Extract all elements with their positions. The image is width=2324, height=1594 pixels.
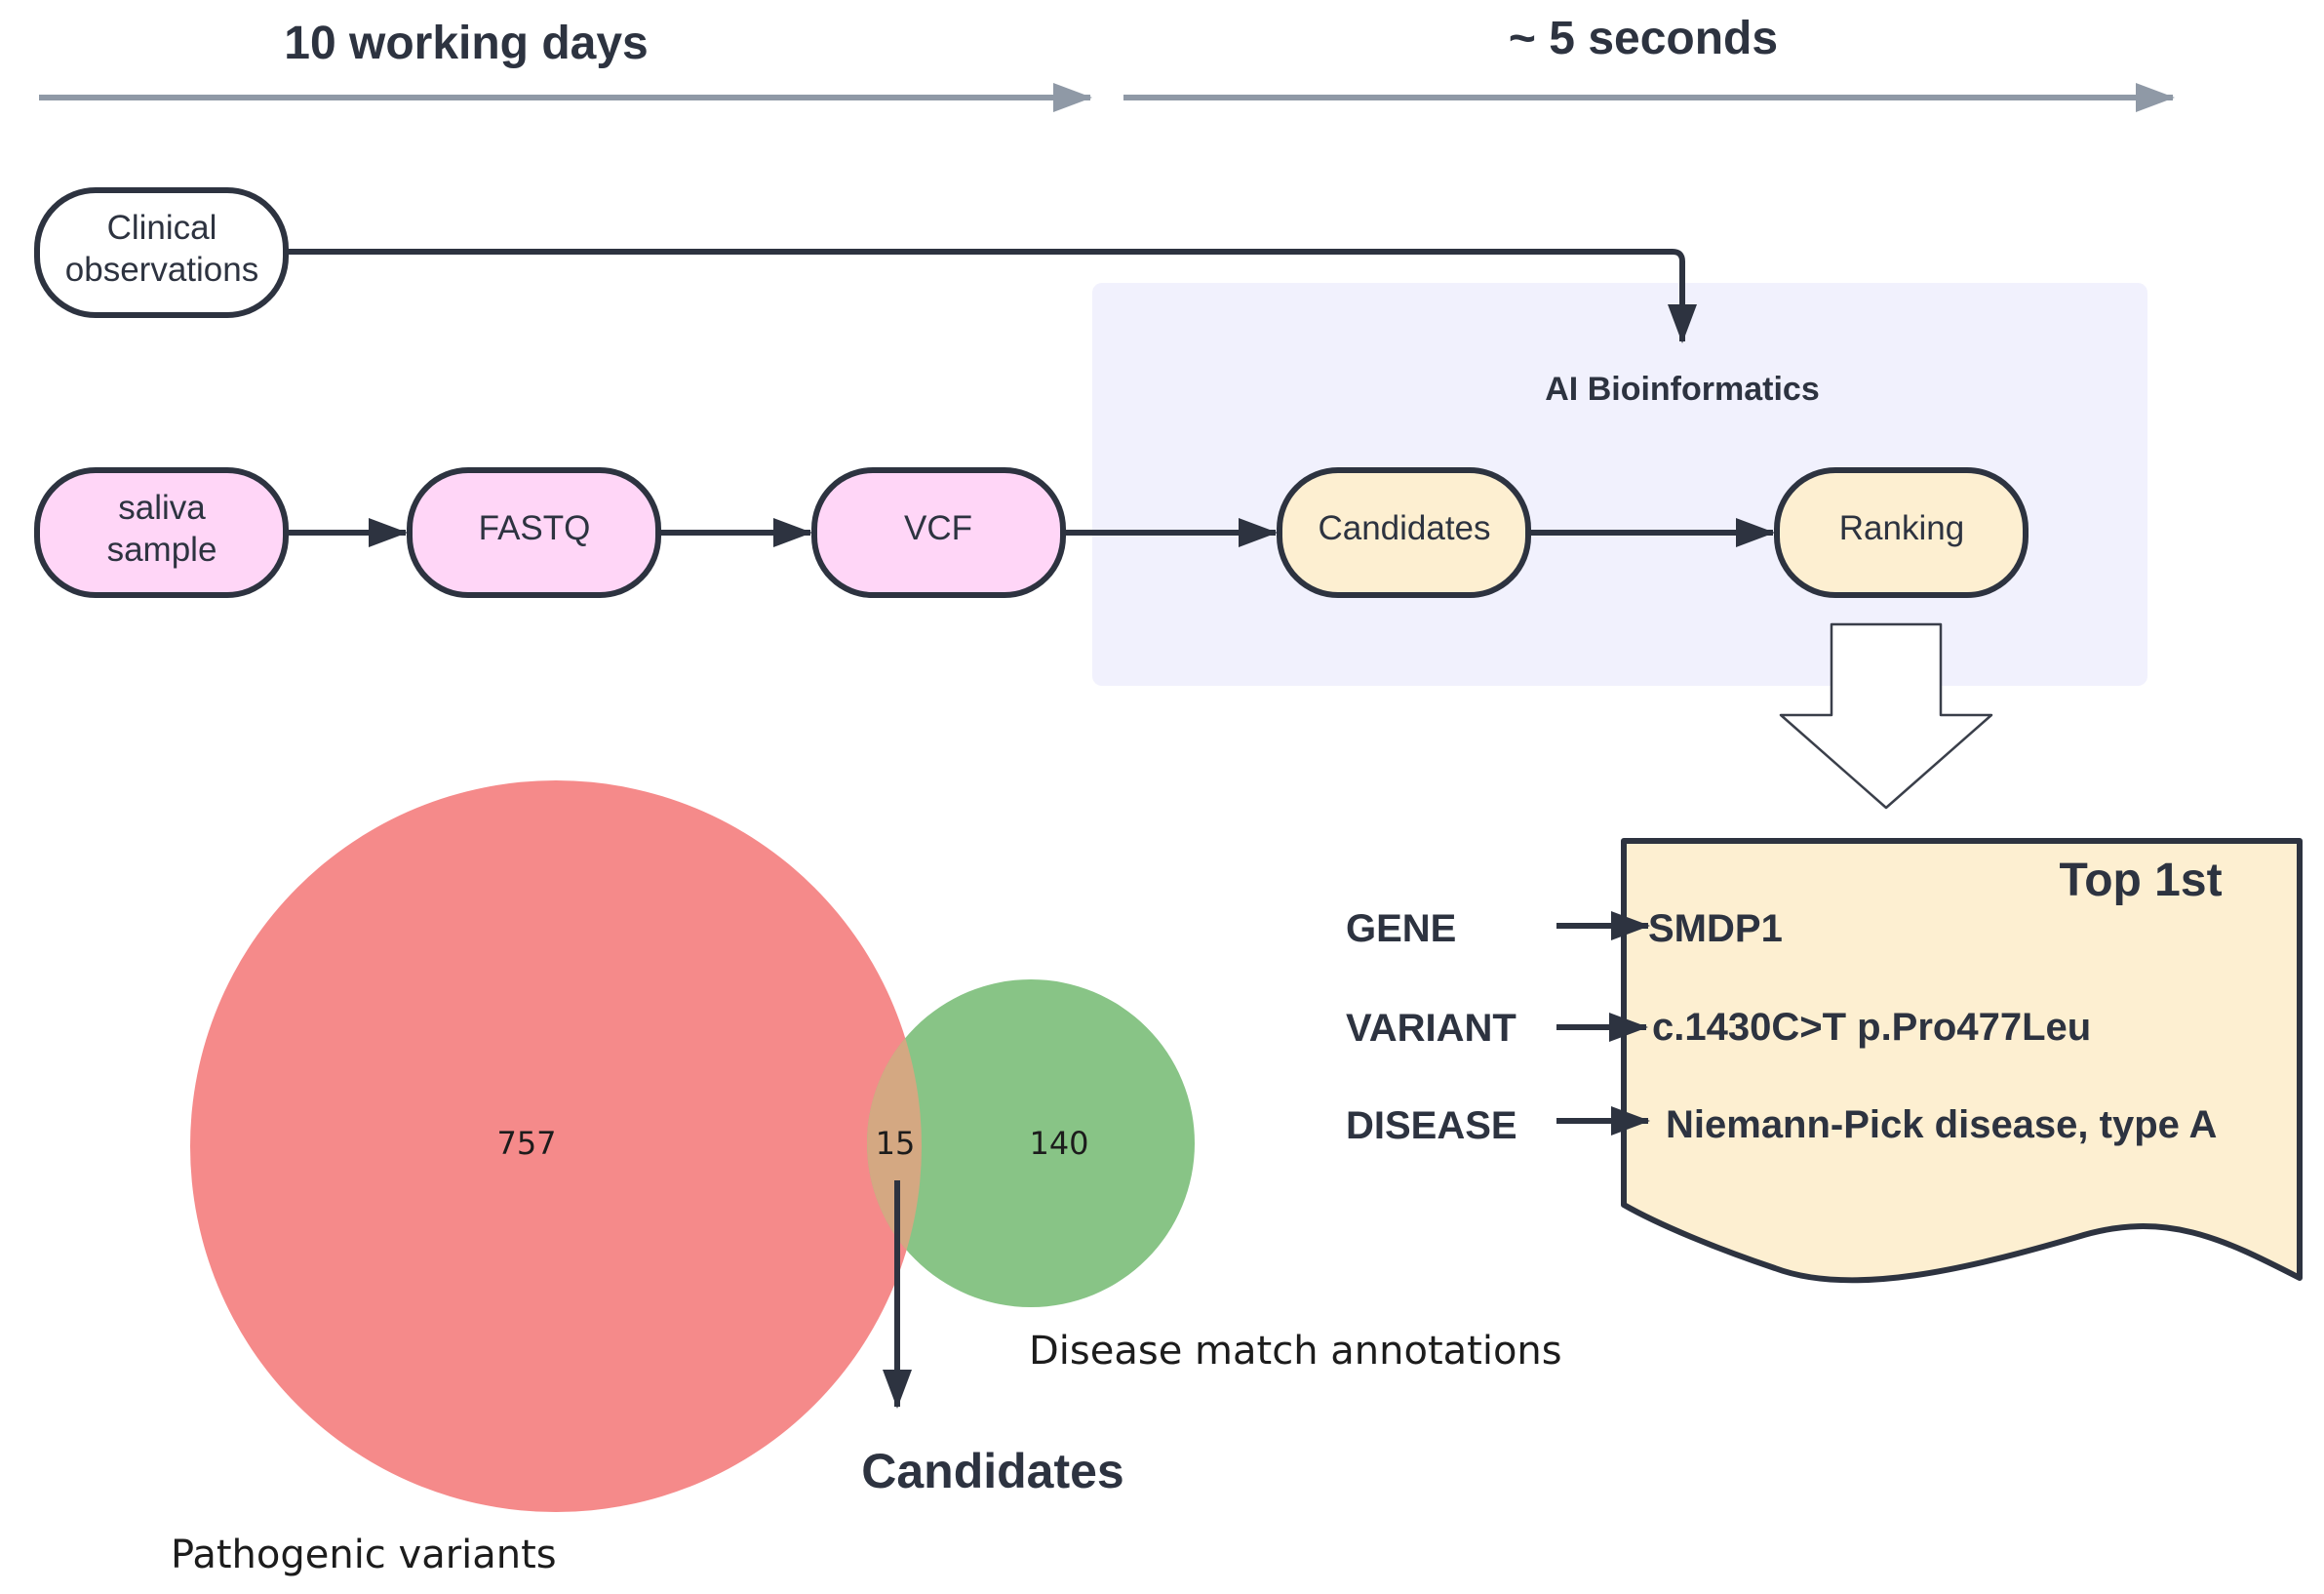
disease-key: DISEASE bbox=[1346, 1104, 1517, 1147]
left-count: 757 bbox=[496, 1125, 556, 1162]
overlap-count: 15 bbox=[876, 1125, 916, 1162]
fastq-label: FASTQ bbox=[479, 509, 591, 547]
result-title: Top 1st bbox=[2059, 855, 2222, 906]
disease-match-circle bbox=[867, 979, 1195, 1307]
clinical-observations-label-line2: observations bbox=[65, 251, 258, 289]
candidates-venn-label: Candidates bbox=[861, 1444, 1124, 1498]
variant-key: VARIANT bbox=[1346, 1007, 1517, 1050]
result-document bbox=[1621, 838, 2303, 1284]
gene-value: SMDP1 bbox=[1648, 907, 1783, 950]
clinical-observations-label-line1: Clinical bbox=[107, 209, 217, 247]
result-down-arrow bbox=[1779, 622, 1993, 810]
clinical-to-ai-connector bbox=[286, 249, 1697, 343]
timeline-right-label: ~ 5 seconds bbox=[1509, 13, 1778, 64]
gene-key: GENE bbox=[1346, 907, 1456, 950]
ranking-node[interactable] bbox=[1774, 467, 2029, 598]
saliva-sample-label-line1: saliva bbox=[118, 489, 206, 527]
pathogenic-variants-label: Pathogenic variants bbox=[171, 1533, 557, 1577]
vcf-label: VCF bbox=[904, 509, 972, 547]
right-count: 140 bbox=[1029, 1125, 1088, 1162]
ai-bioinformatics-title: AI Bioinformatics bbox=[1545, 371, 1819, 408]
disease-match-label: Disease match annotations bbox=[1029, 1329, 1562, 1374]
ranking-label: Ranking bbox=[1839, 509, 1964, 547]
variant-value: c.1430C>T p.Pro477Leu bbox=[1652, 1006, 2091, 1049]
saliva-sample-label-line2: sample bbox=[107, 531, 217, 569]
timeline-left-label: 10 working days bbox=[284, 18, 648, 69]
pathogenic-variants-circle bbox=[190, 780, 922, 1512]
disease-value: Niemann-Pick disease, type A bbox=[1666, 1103, 2217, 1146]
candidates-label: Candidates bbox=[1318, 509, 1490, 547]
